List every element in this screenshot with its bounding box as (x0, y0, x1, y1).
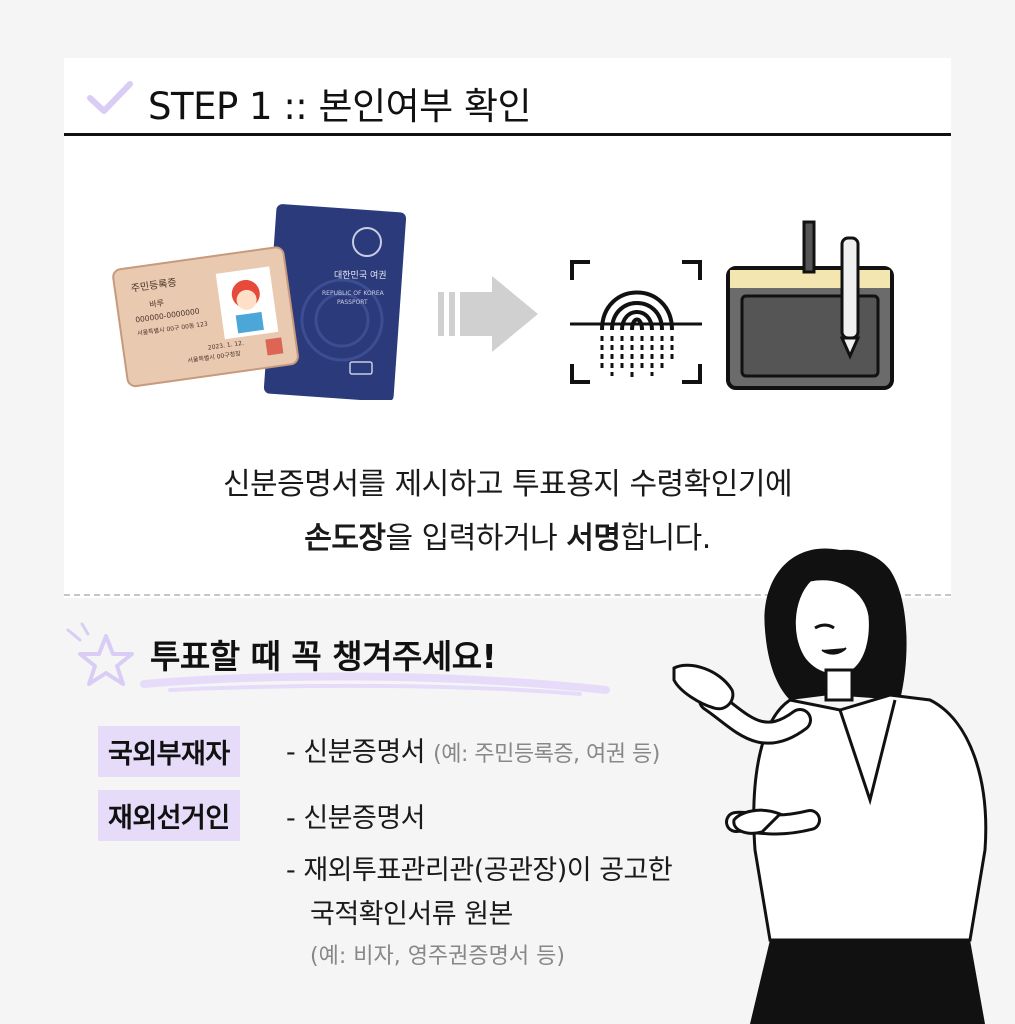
group-absentee: 국외부재자 (98, 726, 240, 777)
overseas-item-2-line-1: - 재외투표관리관(공관장)이 공고한 (286, 855, 673, 886)
overseas-item-1: - 신분증명서 (286, 803, 426, 834)
overseas-item-2-line-2: 국적확인서류 원본 (310, 899, 513, 930)
group-overseas-voter: 재외선거인 (98, 790, 240, 841)
passport-image: 대한민국 여권 REPUBLIC OF KOREA PASSPORT (263, 204, 407, 400)
overseas-example: (예: 비자, 영주권증명서 등) (310, 944, 565, 969)
passport-english-text-2: PASSPORT (337, 299, 368, 306)
signature-tablet-icon (726, 220, 894, 390)
verification-illustration: 대한민국 여권 REPUBLIC OF KOREA PASSPORT 주민등록증… (112, 204, 894, 400)
id-card-name: 바루 (149, 297, 165, 309)
fingerprint-scan-icon (570, 260, 702, 384)
passport-english-text-1: REPUBLIC OF KOREA (322, 290, 385, 297)
absentee-example: (예: 주민등록증, 여권 등) (433, 742, 660, 767)
passport-korean-text: 대한민국 여권 (334, 269, 387, 281)
tips-title: 투표할 때 꼭 챙겨주세요! (150, 637, 497, 676)
id-card-image: 주민등록증 바루 000000-0000000 서울특별시 00구 00동 12… (112, 246, 299, 388)
absentee-item: - 신분증명서 (예: 주민등록증, 여권 등) (286, 730, 660, 769)
instruction-line-1: 신분증명서를 제시하고 투표용지 수령확인기에 (222, 467, 793, 502)
absentee-doc: - 신분증명서 (286, 737, 426, 768)
presenter-illustration (672, 548, 988, 1024)
highlight-brush (140, 672, 610, 696)
tag-absentee: 국외부재자 (98, 726, 240, 777)
arrow-right-icon (438, 276, 538, 352)
instruction-text: 신분증명서를 제시하고 투표용지 수령확인기에 손도장을 입력하거나 서명합니다… (64, 458, 951, 566)
step-header: STEP 1 :: 본인여부 확인 (64, 58, 951, 136)
id-card-date: 2023. 1. 12. (207, 340, 244, 352)
tag-overseas-voter: 재외선거인 (98, 790, 240, 841)
dashed-divider (64, 594, 951, 596)
instruction-line-2: 손도장을 입력하거나 서명합니다. (64, 512, 951, 566)
step-title: STEP 1 :: 본인여부 확인 (148, 85, 532, 128)
keyword-signature: 서명 (566, 521, 621, 556)
instruction-line-2-end: 합니다. (620, 521, 711, 556)
sparkle-star-icon (66, 622, 134, 686)
keyword-fingerprint: 손도장 (304, 521, 386, 556)
check-icon (87, 81, 133, 114)
instruction-line-2-mid: 을 입력하거나 (385, 521, 567, 556)
